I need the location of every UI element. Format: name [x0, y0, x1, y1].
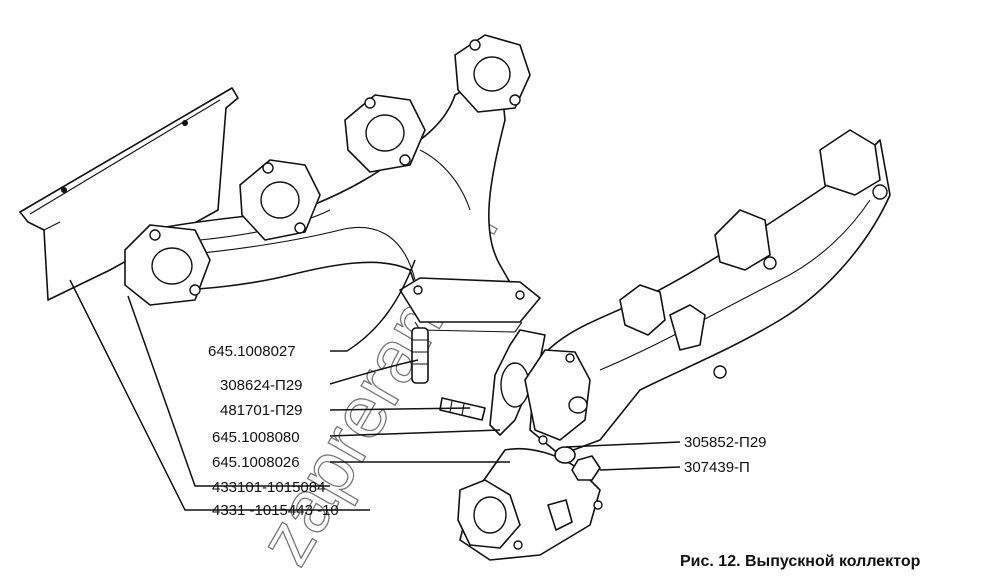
right-exhaust-manifold [524, 129, 891, 456]
nut-washer [554, 446, 601, 481]
label-part-308624: 308624-П29 [220, 377, 303, 394]
left-exhaust-manifold [124, 34, 541, 333]
label-part-307439: 307439-П [684, 459, 750, 476]
leader-lines [69, 259, 681, 511]
figure-caption: Рис. 12. Выпускной коллектор [680, 553, 921, 570]
label-part-4331: 4331 -1015443 -10 [212, 502, 339, 519]
gasket [489, 329, 546, 436]
label-part-481701: 481701-П29 [220, 402, 303, 419]
label-part-645-1008026: 645.1008026 [212, 454, 300, 471]
label-part-645-1008080: 645.1008080 [212, 429, 300, 446]
exhaust-downpipe [457, 447, 603, 561]
label-part-433101: 433101-1015084 [212, 479, 325, 496]
stud-horizontal [439, 397, 486, 421]
label-part-305852: 305852-П29 [684, 434, 767, 451]
stud-vertical [411, 327, 429, 384]
label-part-645-1008027: 645.1008027 [208, 343, 296, 360]
